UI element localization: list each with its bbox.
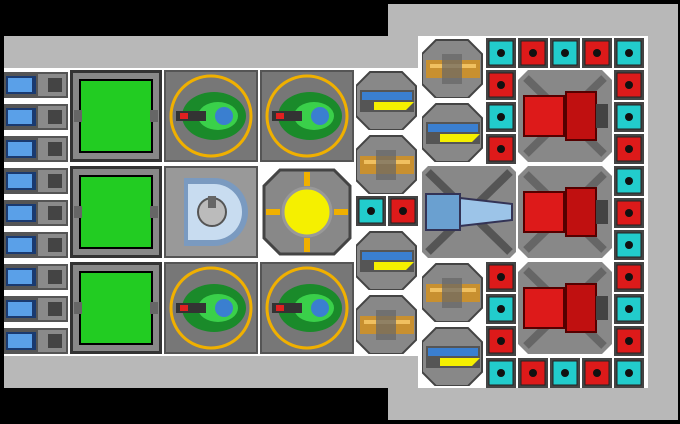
armor-node-icon[interactable] [486, 358, 516, 388]
gold-cannon-icon[interactable] [356, 134, 418, 194]
armor-node-icon[interactable] [614, 262, 644, 292]
battery-cell-icon[interactable] [4, 70, 68, 100]
armor-node-icon[interactable] [614, 166, 644, 196]
armor-node-icon[interactable] [388, 196, 418, 226]
armor-node-icon[interactable] [486, 38, 516, 68]
armor-node-icon[interactable] [550, 38, 580, 68]
armor-node-icon[interactable] [614, 358, 644, 388]
battery-cell-icon[interactable] [4, 262, 68, 292]
green-beam-turret-icon[interactable] [164, 70, 258, 162]
battery-cell-icon[interactable] [4, 166, 68, 196]
shield-dome-icon[interactable] [164, 166, 258, 258]
red-engine-icon[interactable] [518, 166, 612, 258]
armor-node-icon[interactable] [614, 134, 644, 164]
blue-thruster-icon[interactable] [422, 166, 516, 258]
armor-node-icon[interactable] [614, 38, 644, 68]
armor-node-icon[interactable] [550, 358, 580, 388]
armor-node-icon[interactable] [614, 294, 644, 324]
gold-cannon-icon[interactable] [422, 262, 484, 322]
armor-node-icon[interactable] [614, 102, 644, 132]
armor-node-icon[interactable] [486, 134, 516, 164]
battery-cell-icon[interactable] [4, 134, 68, 164]
green-beam-turret-icon[interactable] [260, 70, 354, 162]
gold-cannon-icon[interactable] [356, 294, 418, 354]
armor-node-icon[interactable] [356, 196, 386, 226]
armor-node-icon[interactable] [614, 70, 644, 100]
green-cargo-block-icon[interactable] [70, 70, 162, 162]
armor-node-icon[interactable] [614, 326, 644, 356]
armor-node-icon[interactable] [486, 262, 516, 292]
battery-cell-icon[interactable] [4, 294, 68, 324]
battery-cell-icon[interactable] [4, 198, 68, 228]
blue-missile-launcher-icon[interactable] [356, 230, 418, 290]
red-engine-icon[interactable] [518, 70, 612, 162]
armor-node-icon[interactable] [486, 70, 516, 100]
blue-missile-launcher-icon[interactable] [356, 70, 418, 130]
blue-missile-launcher-icon[interactable] [422, 326, 484, 386]
armor-node-icon[interactable] [518, 358, 548, 388]
armor-node-icon[interactable] [486, 326, 516, 356]
battery-cell-icon[interactable] [4, 230, 68, 260]
red-engine-icon[interactable] [518, 262, 612, 354]
green-cargo-block-icon[interactable] [70, 166, 162, 258]
armor-node-icon[interactable] [486, 294, 516, 324]
green-beam-turret-icon[interactable] [164, 262, 258, 354]
armor-node-icon[interactable] [614, 198, 644, 228]
green-cargo-block-icon[interactable] [70, 262, 162, 354]
armor-node-icon[interactable] [518, 38, 548, 68]
gold-cannon-icon[interactable] [422, 38, 484, 98]
blue-missile-launcher-icon[interactable] [422, 102, 484, 162]
armor-node-icon[interactable] [614, 230, 644, 260]
battery-cell-icon[interactable] [4, 102, 68, 132]
armor-node-icon[interactable] [582, 358, 612, 388]
green-beam-turret-icon[interactable] [260, 262, 354, 354]
armor-node-icon[interactable] [582, 38, 612, 68]
yellow-reactor-core-icon[interactable] [260, 166, 354, 258]
armor-node-icon[interactable] [486, 102, 516, 132]
battery-cell-icon[interactable] [4, 326, 68, 356]
